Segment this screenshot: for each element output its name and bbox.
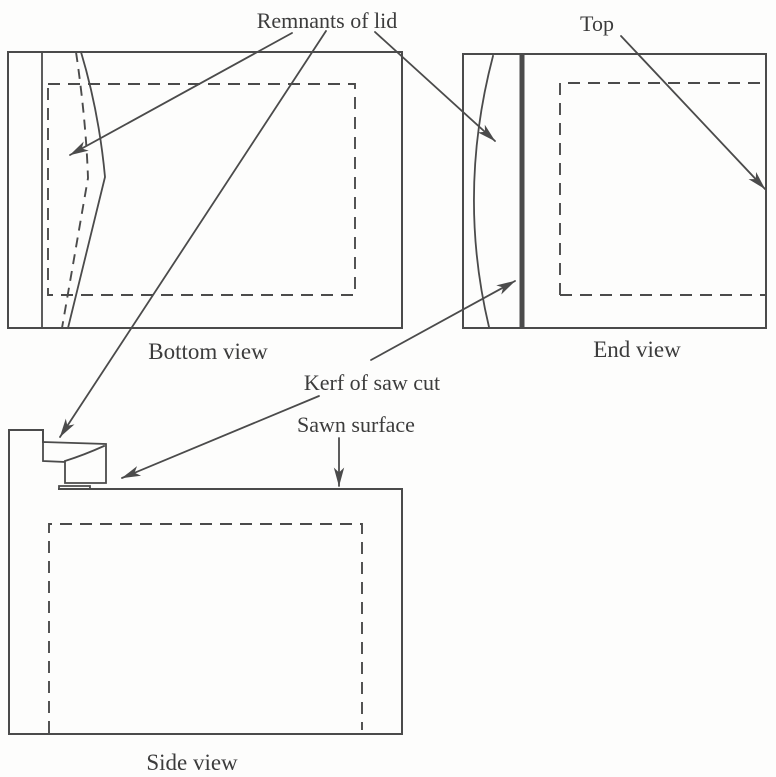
remnants-of-lid-label: Remnants of lid bbox=[257, 8, 398, 33]
bottom-view-outline bbox=[7, 51, 403, 329]
kerf-arrow-to-end-view bbox=[370, 280, 516, 361]
bottom-view-caption: Bottom view bbox=[148, 339, 268, 364]
end-view-caption: End view bbox=[593, 337, 681, 362]
end-view-outline bbox=[462, 53, 767, 329]
remnants-arrow-to-side-view bbox=[59, 30, 327, 438]
sawn-surface-label: Sawn surface bbox=[297, 412, 415, 437]
remnants-arrow-to-bottom-view bbox=[69, 32, 293, 156]
end-view-hidden-outline bbox=[559, 82, 765, 296]
kerf-arrow-to-side-view bbox=[121, 395, 320, 479]
side-view bbox=[8, 429, 403, 735]
side-view-outline bbox=[8, 429, 403, 735]
end-view-lid-remnant-edge bbox=[473, 54, 495, 329]
bottom-view-lid-remnant-hidden-edge bbox=[61, 51, 89, 329]
remnants-arrow-to-end-view bbox=[374, 31, 496, 142]
side-view-kerf-ledge bbox=[58, 485, 91, 490]
side-view-caption: Side view bbox=[146, 750, 238, 775]
top-arrow bbox=[620, 35, 766, 190]
bottom-view-hidden-outline bbox=[47, 83, 356, 296]
side-view-lid-remnant-piece bbox=[42, 441, 107, 484]
top-label: Top bbox=[580, 11, 614, 36]
bottom-view-lid-remnant-edge bbox=[66, 50, 106, 330]
side-view-hidden-outline bbox=[48, 523, 363, 733]
end-view bbox=[462, 53, 767, 329]
callout-arrows bbox=[59, 30, 766, 487]
bottom-view bbox=[7, 50, 403, 330]
kerf-of-saw-cut-label: Kerf of saw cut bbox=[304, 370, 440, 395]
side-view-lid-remnant-break-line bbox=[63, 444, 106, 463]
labels: Remnants of lid Top Kerf of saw cut Sawn… bbox=[146, 8, 681, 775]
